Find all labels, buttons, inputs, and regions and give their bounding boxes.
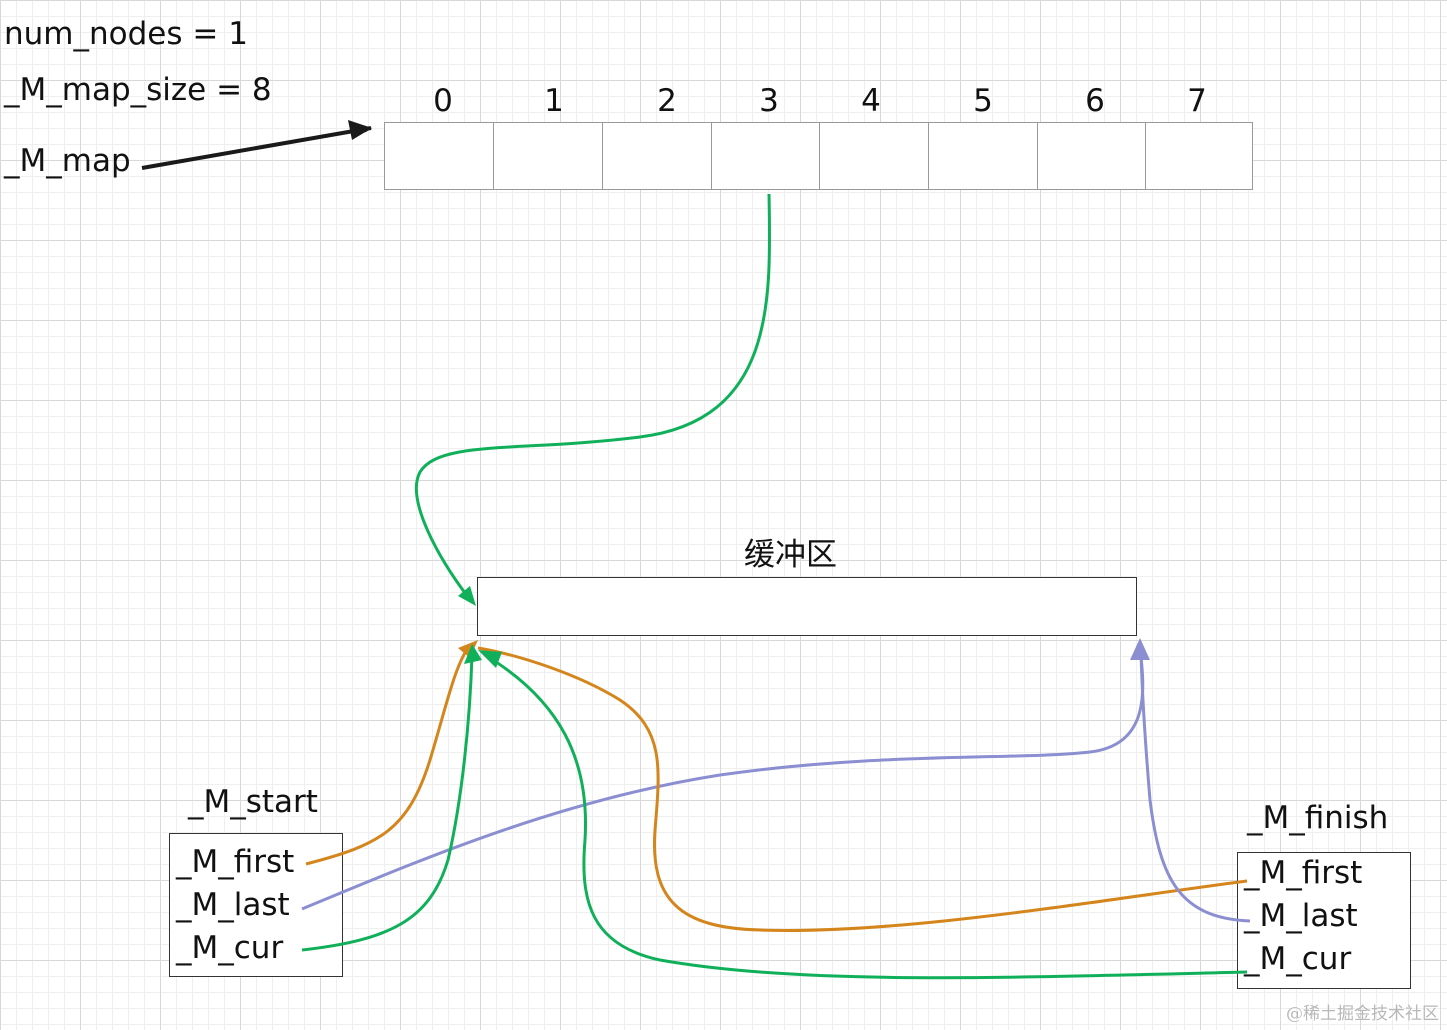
map-cell-1 bbox=[493, 123, 603, 189]
finish-cur-field: _M_cur bbox=[1244, 941, 1352, 977]
start-iterator-title: _M_start bbox=[188, 784, 318, 820]
start-last-arrow bbox=[301, 647, 1145, 911]
map-index-7: 7 bbox=[1187, 83, 1207, 119]
start-cur-arrowhead bbox=[464, 644, 482, 664]
map-node-to-buffer-arrow bbox=[414, 193, 772, 598]
watermark: @稀土掘金技术社区 bbox=[1286, 1004, 1439, 1024]
finish-cur-arrow bbox=[484, 653, 1248, 980]
start-cur-field: _M_cur bbox=[176, 930, 284, 966]
start-first-arrowhead bbox=[458, 640, 478, 658]
start-first-field: _M_first bbox=[176, 844, 295, 880]
map-cell-4 bbox=[819, 123, 929, 189]
map-pointer-arrow bbox=[141, 125, 372, 170]
start-cur-arrow bbox=[301, 654, 474, 952]
map-array bbox=[384, 122, 1253, 190]
map-cell-2 bbox=[602, 123, 712, 189]
finish-first-field: _M_first bbox=[1244, 855, 1363, 891]
map-cell-3 bbox=[711, 123, 820, 189]
finish-first-arrow bbox=[477, 646, 1248, 932]
map-index-2: 2 bbox=[657, 83, 677, 119]
map-index-0: 0 bbox=[433, 83, 453, 119]
start-last-field: _M_last bbox=[176, 887, 290, 923]
map-pointer-arrowhead bbox=[348, 120, 372, 140]
map-index-4: 4 bbox=[861, 83, 881, 119]
map-cell-5 bbox=[928, 123, 1038, 189]
finish-last-arrowhead bbox=[1130, 638, 1150, 660]
start-iterator-box: _M_first _M_last _M_cur bbox=[169, 833, 343, 977]
start-first-arrow bbox=[305, 644, 472, 866]
map-index-5: 5 bbox=[973, 83, 993, 119]
finish-cur-arrowhead bbox=[478, 650, 502, 668]
map-cell-6 bbox=[1037, 123, 1146, 189]
map-pointer-label: _M_map bbox=[4, 143, 131, 179]
finish-iterator-title: _M_finish bbox=[1247, 800, 1389, 836]
map-size-label: _M_map_size = 8 bbox=[4, 72, 272, 108]
finish-last-arrow bbox=[1139, 651, 1251, 923]
finish-iterator-box: _M_first _M_last _M_cur bbox=[1237, 852, 1411, 989]
num-nodes-label: num_nodes = 1 bbox=[4, 16, 248, 52]
map-node-arrowhead bbox=[458, 586, 476, 606]
buffer-box bbox=[477, 577, 1137, 636]
finish-last-field: _M_last bbox=[1244, 898, 1358, 934]
map-index-1: 1 bbox=[544, 83, 564, 119]
map-cell-0 bbox=[385, 123, 494, 189]
map-index-3: 3 bbox=[759, 83, 779, 119]
map-index-6: 6 bbox=[1085, 83, 1105, 119]
buffer-label: 缓冲区 bbox=[744, 537, 837, 573]
